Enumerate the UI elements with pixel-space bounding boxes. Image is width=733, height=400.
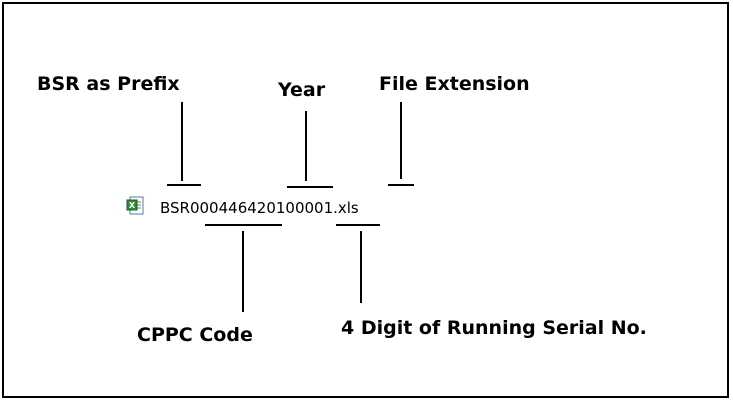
- excel-file-icon: X: [126, 196, 144, 215]
- label-bsr-prefix: BSR as Prefix: [37, 73, 180, 95]
- svg-text:X: X: [129, 201, 136, 210]
- file-name: BSR000446420100001.xls: [160, 199, 359, 217]
- label-year: Year: [278, 79, 326, 101]
- label-cppc-code: CPPC Code: [137, 324, 253, 346]
- label-running-serial: 4 Digit of Running Serial No.: [341, 317, 647, 339]
- label-file-extension: File Extension: [379, 73, 530, 95]
